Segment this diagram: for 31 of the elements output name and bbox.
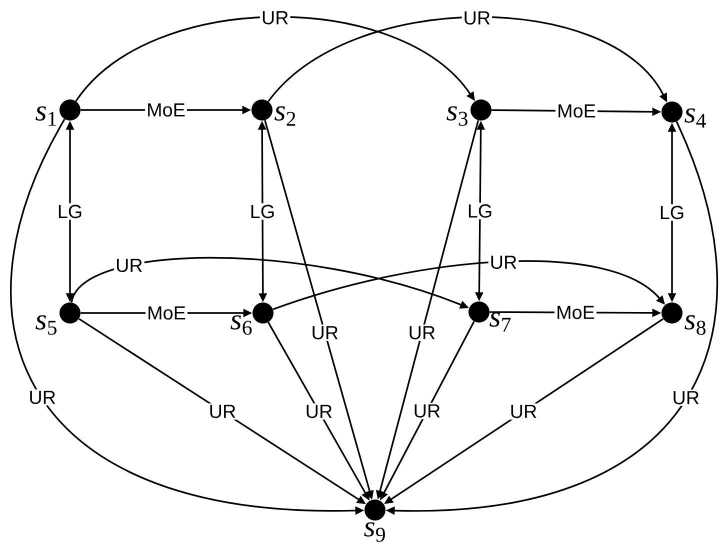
edge-label: UR (670, 390, 702, 406)
edge-label: LG (56, 203, 84, 220)
edge-label: UR (310, 324, 340, 341)
state-label: s$_{4}$ (684, 108, 706, 128)
edge-label: LG (248, 203, 277, 220)
edge-label: MoE (145, 102, 187, 118)
edge-label: UR (412, 402, 442, 420)
state-label: s$_{5}$ (36, 315, 56, 335)
edge-label: LG (658, 204, 686, 221)
edge-label: UR (304, 403, 334, 420)
edge-label: UR (207, 403, 238, 420)
state-label: s$_{8}$ (684, 315, 706, 335)
arrow (272, 260, 665, 310)
edge-label: UR (508, 403, 539, 420)
edge-label: MoE (146, 304, 188, 322)
edge-label: UR (260, 10, 290, 26)
edge-label: UR (462, 10, 492, 26)
state-label: s$_{1}$ (36, 106, 56, 126)
state-label: s$_{7}$ (490, 312, 511, 332)
edge-label: UR (488, 254, 519, 270)
state-label: s$_{2}$ (274, 106, 296, 126)
edge-label: MoE (556, 102, 598, 120)
edge-label: LG (466, 202, 494, 220)
edge-label: UR (27, 389, 58, 406)
state-label: s$_{6}$ (230, 315, 252, 335)
state-label: s$_{9}$ (364, 522, 385, 542)
arrow (75, 16, 475, 102)
edge-label: UR (114, 257, 144, 274)
edge-label: MoE (554, 304, 596, 321)
edge-label: UR (406, 324, 438, 341)
state-label: s$_{3}$ (446, 106, 468, 126)
